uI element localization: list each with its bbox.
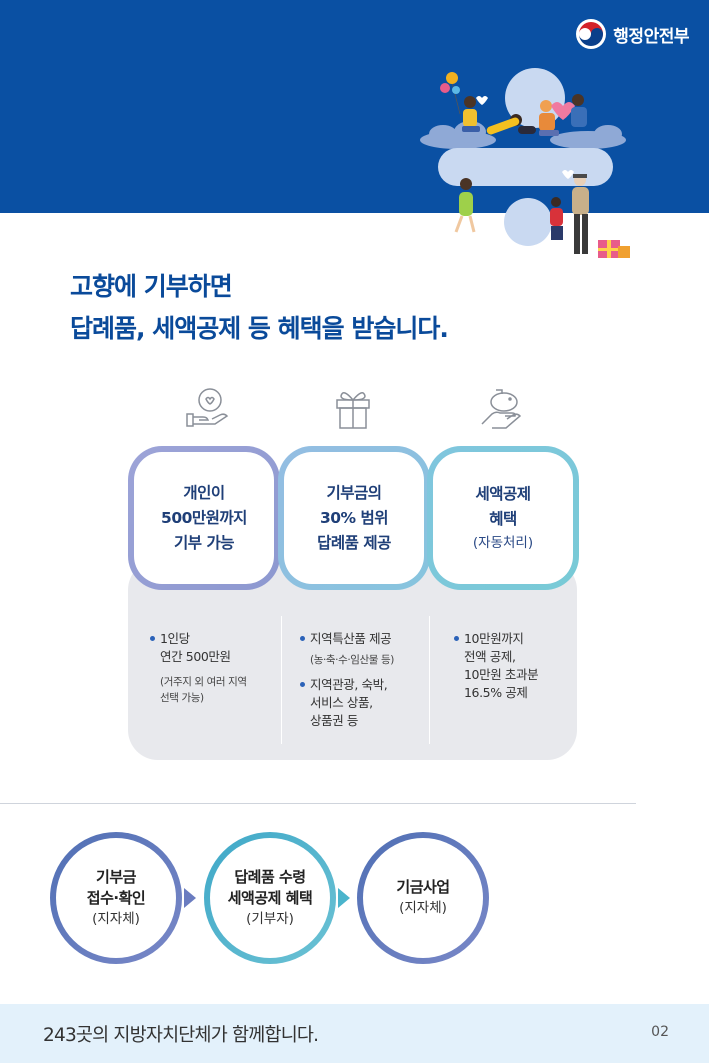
page-headline: 고향에 기부하면 답례품, 세액공제 등 혜택을 받습니다. [70,266,449,350]
process-step-donation-receipt: 기부금 접수·확인 (지자체) [50,832,182,964]
ministry-logo: 행정안전부 [575,18,689,50]
step-label: 세액공제 혜택 [227,888,313,907]
footer-message: 243곳의 지방자치단체가 함께합니다. [43,1025,319,1046]
gift-box-icon [336,392,370,429]
benefit-detail-gift: 지역특산품 제공 (농·축·수·임산물 등) 지역관광, 숙박, 서비스 상품,… [299,630,394,730]
process-step-gift-receipt: 답례품 수령 세액공제 혜택 (기부자) [204,832,336,964]
detail-line: 10만원 초과분 [464,667,539,682]
ministry-name: 행정안전부 [613,26,689,47]
benefit-box-gift: 기부금의 30% 범위 답례품 제공 [278,446,430,590]
step-label: 답례품 수령 [234,867,306,886]
step-label: 기부금 [96,867,136,886]
taegeuk-logo-icon [576,19,607,49]
process-arrow-icon [184,888,196,908]
benefit-box-line: 개인이 [183,483,225,502]
heart-hand-icon [186,388,229,427]
benefit-detail-tax-credit: 10만원까지 전액 공제, 10만원 초과분 16.5% 공제 [453,630,539,702]
detail-bullet: 지역관광, 숙박, [299,676,394,694]
benefit-box-line: 세액공제 [475,485,531,503]
step-label: 기금사업 [396,878,450,896]
page-footer: 243곳의 지방자치단체가 함께합니다. 02 [0,1004,709,1063]
benefit-detail-panel [128,560,577,760]
benefit-box-line: 기부금의 [326,483,382,502]
column-divider [429,616,430,744]
process-arrow-icon [338,888,350,908]
detail-line: 상품권 등 [310,713,358,728]
detail-line: 전액 공제, [464,649,516,664]
benefit-box-line: 500만원까지 [161,508,247,527]
headline-line-1: 고향에 기부하면 [70,272,233,301]
column-divider [281,616,282,744]
step-sub: (지자체) [92,910,140,927]
headline-line-2: 답례품, 세액공제 등 혜택을 받습니다. [70,314,449,343]
benefit-detail-donation-limit: 1인당 연간 500만원 (거주지 외 여러 지역 선택 가능) [149,630,247,706]
benefit-box-tax-credit: 세액공제 혜택 (자동처리) [427,446,579,590]
step-sub: (지자체) [399,900,447,916]
benefit-box-sub: (자동처리) [472,535,534,551]
benefit-box-line: 혜택 [489,510,517,528]
section-divider [0,803,636,804]
benefit-box-line: 30% 범위 [319,508,389,527]
benefit-box-line: 답례품 제공 [317,533,391,552]
process-step-fund-project: 기금사업 (지자체) [357,832,489,964]
benefit-box-donation-limit: 개인이 500만원까지 기부 가능 [128,446,280,590]
detail-line: 연간 500만원 [160,649,231,664]
detail-note: (농·축·수·임산물 등) [310,654,394,666]
benefit-box-line: 기부 가능 [174,533,234,552]
detail-note: (거주지 외 여러 지역 [160,676,247,688]
piggy-bank-hand-icon [481,389,522,429]
step-label: 접수·확인 [86,888,146,907]
page-number: 02 [651,1024,669,1040]
detail-bullet: 1인당 [149,630,247,648]
detail-line: 서비스 상품, [310,695,373,710]
step-sub: (기부자) [246,910,294,927]
detail-line: 16.5% 공제 [464,685,528,700]
detail-bullet: 지역특산품 제공 [299,630,394,648]
detail-bullet: 10만원까지 [453,630,538,648]
donation-illustration [420,68,630,258]
detail-note: 선택 가능) [160,692,204,704]
